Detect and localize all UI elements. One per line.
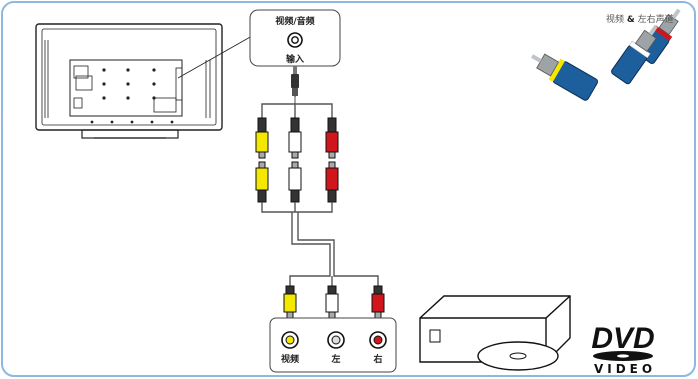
rca-plugs-illustration (531, 8, 681, 101)
dvd-video-label: VIDEO (593, 362, 657, 376)
dvd-disc-icon (477, 341, 559, 371)
av-input-label: 输入 (285, 55, 304, 65)
legend-lr-text: 左右声道 (637, 15, 674, 25)
mini-plug (291, 66, 299, 96)
jack-video-icon (281, 331, 299, 349)
callout-line (177, 35, 253, 79)
upper-rca-plugs (255, 117, 339, 203)
rca-cable (261, 202, 379, 286)
jack-left-icon (327, 331, 345, 349)
jack-right-label: 右 (373, 355, 383, 365)
jack-video-label: 视频 (280, 355, 299, 365)
av-input-title: 视频/音频 (275, 17, 315, 27)
legend-amp: & (626, 15, 635, 25)
rca-legend: 视频 & 左右声道 (606, 12, 674, 25)
legend-video-text: 视频 (606, 15, 625, 25)
tv-screw-holes (90, 68, 174, 124)
tv-rear-view (35, 23, 223, 139)
dvd-logo-word: DVD (591, 322, 654, 355)
jack-left-label: 左 (331, 355, 341, 365)
jack-right-icon (369, 331, 387, 349)
dvd-logo-icon: DVD (591, 322, 655, 361)
